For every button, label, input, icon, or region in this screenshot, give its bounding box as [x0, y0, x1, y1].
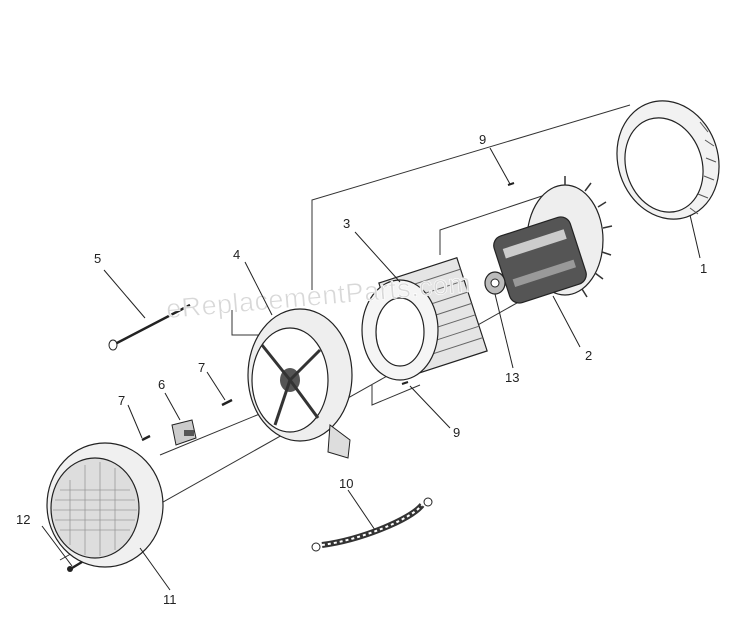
pin-9a	[507, 182, 515, 186]
screw-7a	[141, 434, 151, 442]
callout-12: 12	[16, 512, 30, 527]
shaft-bearing	[484, 271, 506, 295]
callout-5: 5	[94, 251, 101, 266]
stator	[361, 256, 488, 381]
screw-12	[67, 560, 83, 572]
callout-1: 1	[700, 261, 707, 276]
callout-6: 6	[158, 377, 165, 392]
screw-7b	[221, 398, 233, 407]
rear-housing-ring	[616, 100, 720, 220]
bracket	[171, 419, 197, 446]
callout-7b: 7	[198, 360, 205, 375]
callout-2: 2	[585, 348, 592, 363]
end-cover-grille	[46, 442, 164, 568]
pin-9b	[401, 381, 409, 385]
wire-harness	[311, 497, 433, 552]
through-bolt	[108, 303, 191, 351]
callout-9a: 9	[479, 132, 486, 147]
callout-3: 3	[343, 216, 350, 231]
callout-labels: 1 2 3 4 5 6 7 7 9 9 10 11 12 13	[16, 132, 707, 607]
callout-10: 10	[339, 476, 353, 491]
callout-9b: 9	[453, 425, 460, 440]
callout-4: 4	[233, 247, 240, 262]
callout-11: 11	[163, 592, 177, 607]
callout-7a: 7	[118, 393, 125, 408]
leader-lines	[41, 147, 701, 591]
rotor-assembly	[493, 176, 613, 304]
callout-13: 13	[505, 370, 519, 385]
front-housing	[247, 308, 353, 459]
